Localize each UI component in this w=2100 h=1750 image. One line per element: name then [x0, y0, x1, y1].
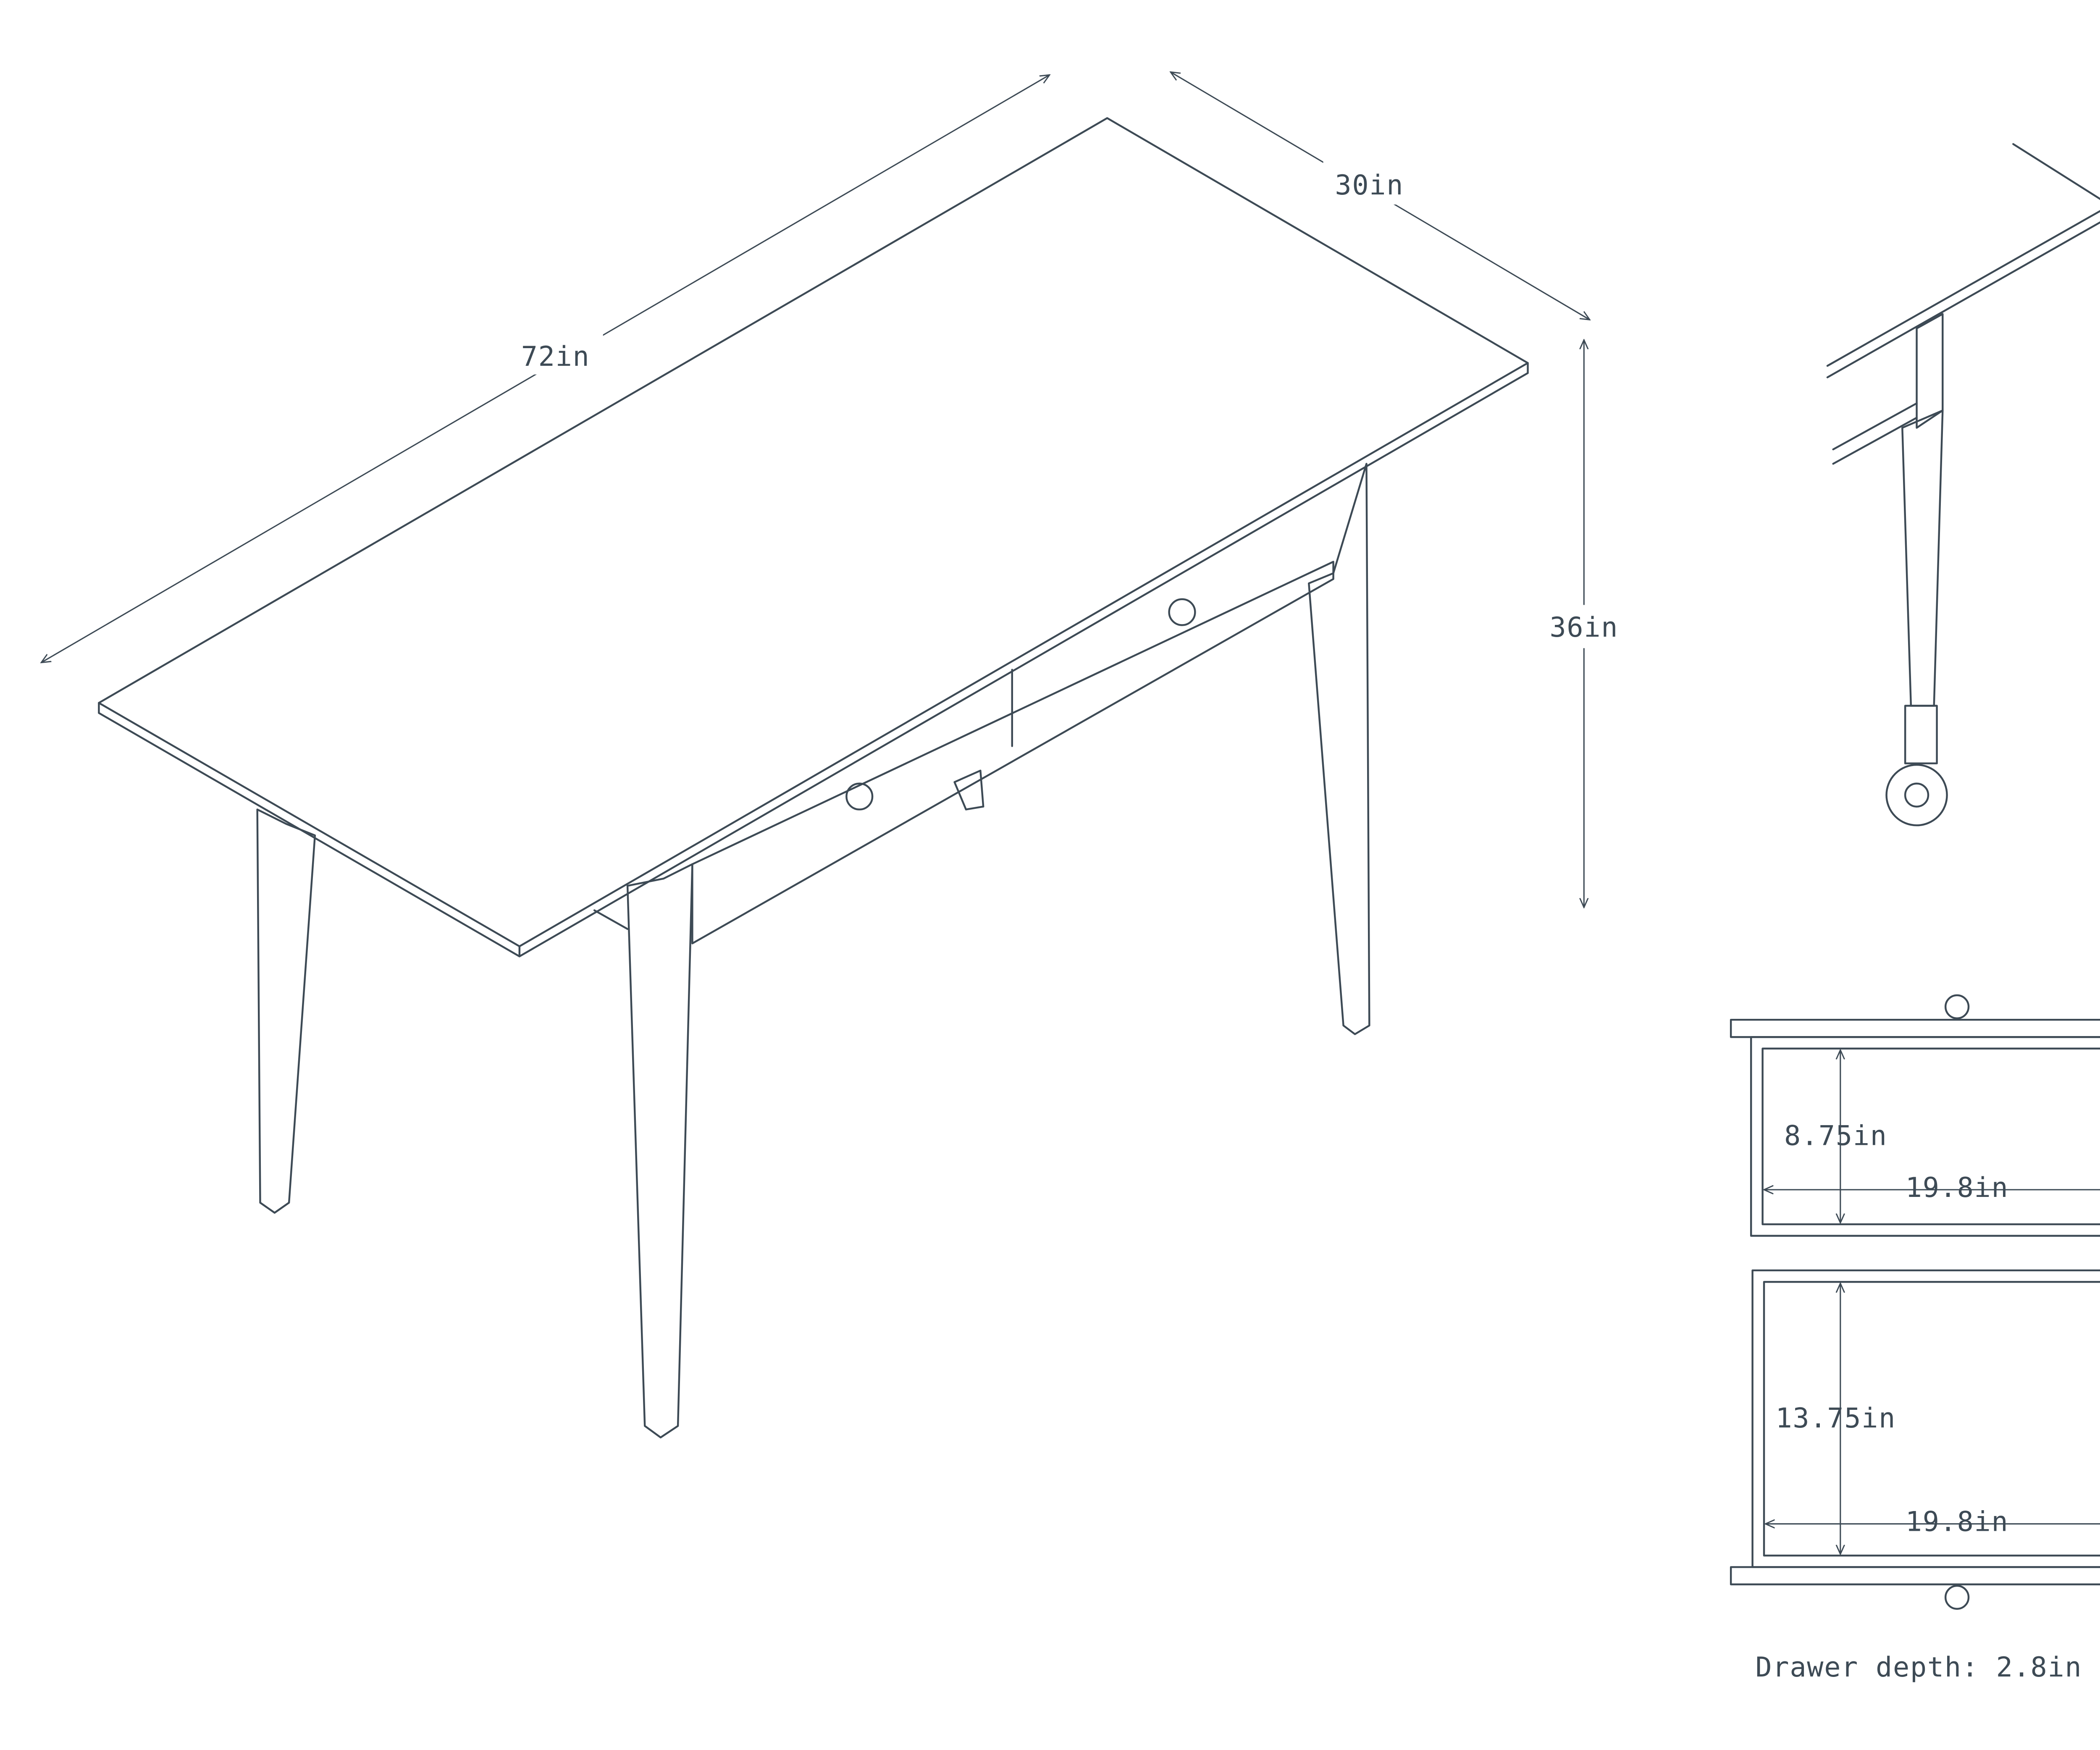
dimension-width: 30in [1171, 72, 1590, 320]
length-label: 72in [521, 341, 590, 373]
dimension-length: 72in [41, 75, 1050, 662]
apron-left-side [593, 909, 629, 930]
drawer-small-box [1750, 1036, 2100, 1237]
dimension-height: 36in [1539, 340, 1629, 907]
drawer-large-width-label: 19.8in [1906, 1506, 2009, 1538]
drawer-large-knob [1944, 1585, 1970, 1610]
desk-top-surface [98, 117, 1529, 947]
leg-front-left [256, 808, 316, 1214]
width-label: 30in [1335, 170, 1404, 201]
caster-hub [1904, 782, 1929, 808]
drawer-knob-left [845, 782, 874, 811]
drawer-large-front-plate [1730, 1566, 2100, 1585]
drawer-small-knob [1944, 994, 1970, 1019]
drawer-small-width-label: 19.8in [1906, 1172, 2009, 1204]
side-top-edge [1826, 143, 2100, 378]
side-top-under [1826, 210, 2100, 367]
desk-top-right-edge [518, 362, 1529, 958]
drawer-large-height-label: 13.75in [1775, 1403, 1896, 1434]
caster-collar [1904, 705, 1938, 764]
drawer-depth-label: Drawer depth: 2.8in [1755, 1652, 2082, 1683]
side-apron [1832, 402, 1918, 465]
drawer-large-inner [1763, 1281, 2100, 1557]
desk-isometric-view [98, 117, 1529, 1438]
side-view [1826, 143, 2100, 826]
side-leg-block [1916, 313, 1944, 429]
drawer-small-inner [1761, 1047, 2100, 1225]
caster-wheel [1885, 763, 1948, 826]
drawer-knob-right [1168, 598, 1196, 626]
drawer-small-height-label: 8.75in [1784, 1120, 1887, 1152]
drawer-large-view: 13.75in 19.8in [1730, 1269, 2100, 1610]
drawer-small-view: 8.75in 19.8in [1730, 994, 2100, 1237]
leg-front-center [626, 863, 693, 1438]
desk-top-front-edge [98, 702, 521, 958]
leg-back [953, 769, 984, 811]
drawer-small-front-plate [1730, 1018, 2100, 1038]
leg-right [1308, 463, 1370, 1035]
apron-drawer-front [691, 561, 1334, 945]
side-leg [1901, 409, 1944, 707]
height-label: 36in [1549, 612, 1618, 643]
